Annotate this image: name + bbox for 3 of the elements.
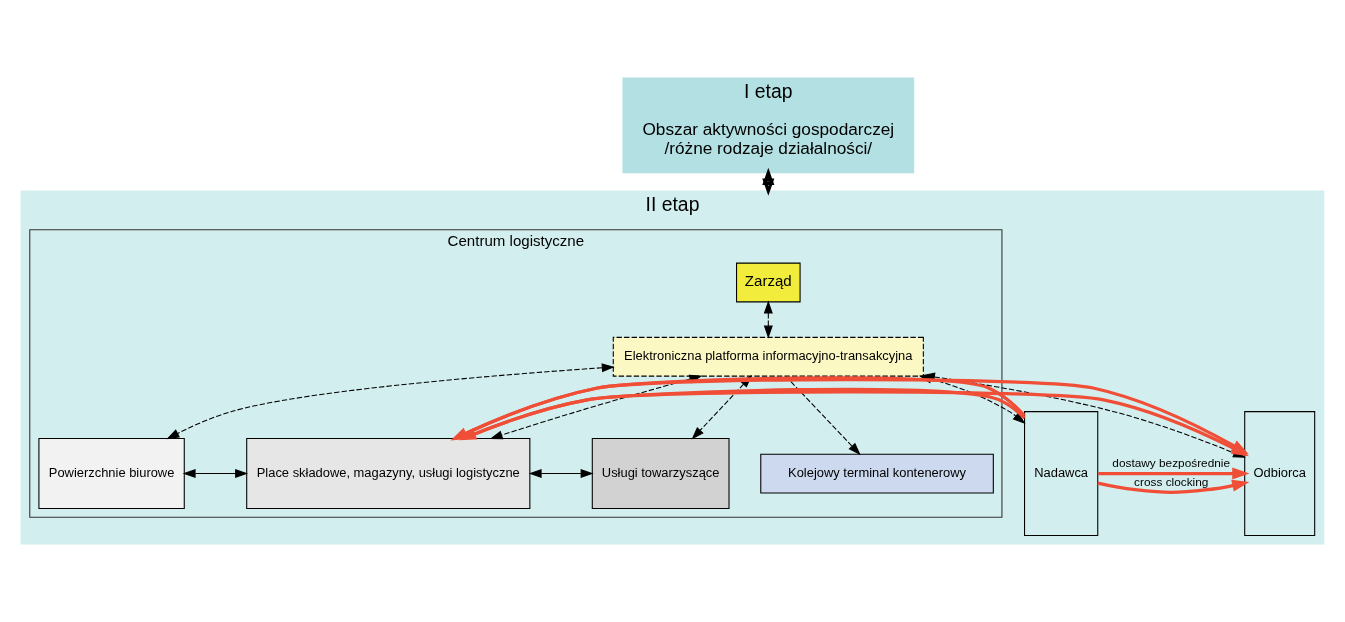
node-text: Obszar aktywności gospodarczej /różne rodzaje działalności/ bbox=[642, 118, 895, 159]
edge-label: dostawy bezpośrednie bbox=[1112, 455, 1231, 470]
edge-label: cross clocking bbox=[1134, 475, 1209, 490]
